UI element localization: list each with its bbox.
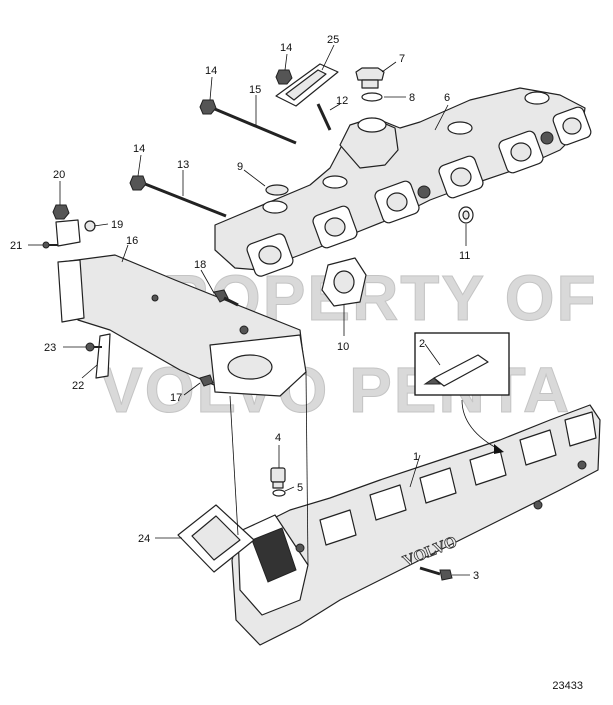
callout-7: 7 <box>399 53 405 65</box>
nut-20 <box>52 204 70 220</box>
callout-19: 19 <box>111 219 123 231</box>
seal-ring-8 <box>361 92 383 102</box>
callout-4: 4 <box>275 432 281 444</box>
bolt-21 <box>42 241 58 249</box>
callout-11: 11 <box>459 250 470 262</box>
upper-exhaust-manifold <box>214 87 592 277</box>
stud-15 <box>199 99 297 145</box>
bracket-22 <box>95 333 111 379</box>
washer-5 <box>272 489 286 497</box>
callout-9: 9 <box>237 161 243 173</box>
gasket-9 <box>265 184 289 196</box>
callout-14-b: 14 <box>133 143 145 155</box>
callout-3: 3 <box>473 570 479 582</box>
callout-14-c: 14 <box>280 42 292 54</box>
stud-13 <box>129 175 227 218</box>
callout-16: 16 <box>126 235 138 247</box>
lower-exhaust-manifold: VOLVO <box>231 404 601 646</box>
bolt-3 <box>419 566 453 581</box>
callout-15: 15 <box>249 84 261 96</box>
bracket-19 <box>55 219 96 247</box>
bolt-18 <box>213 289 239 307</box>
callout-13: 13 <box>177 159 189 171</box>
callout-5: 5 <box>297 482 303 494</box>
callout-20: 20 <box>53 169 65 181</box>
gasket-plate-25 <box>275 63 339 107</box>
callout-1: 1 <box>413 451 419 463</box>
callout-24: 24 <box>138 533 150 545</box>
gasket-24 <box>177 504 255 573</box>
callout-12: 12 <box>336 95 348 107</box>
nut-14-top <box>275 69 293 85</box>
callout-21: 21 <box>10 240 22 252</box>
callout-14-a: 14 <box>205 65 217 77</box>
callout-10: 10 <box>337 341 349 353</box>
callout-17: 17 <box>170 392 182 404</box>
callout-6: 6 <box>444 92 450 104</box>
callout-2: 2 <box>419 338 425 350</box>
plug-7 <box>355 67 385 89</box>
callout-22: 22 <box>72 380 84 392</box>
flange-gasket-10 <box>321 257 367 307</box>
bolt-17 <box>199 374 214 387</box>
callout-labels: 1 2 3 4 5 6 7 8 9 10 11 12 13 14 14 14 1… <box>10 34 479 582</box>
drawing-number: 23433 <box>552 680 583 692</box>
callout-23: 23 <box>44 342 56 354</box>
plug-4 <box>270 467 286 489</box>
leader-lines <box>28 44 470 576</box>
stud-12 <box>316 103 332 131</box>
exhaust-elbow-16 <box>57 254 307 397</box>
callout-18: 18 <box>194 259 206 271</box>
callout-8: 8 <box>409 92 415 104</box>
callout-25: 25 <box>327 34 339 46</box>
sealant-callout-box-2 <box>414 332 510 454</box>
